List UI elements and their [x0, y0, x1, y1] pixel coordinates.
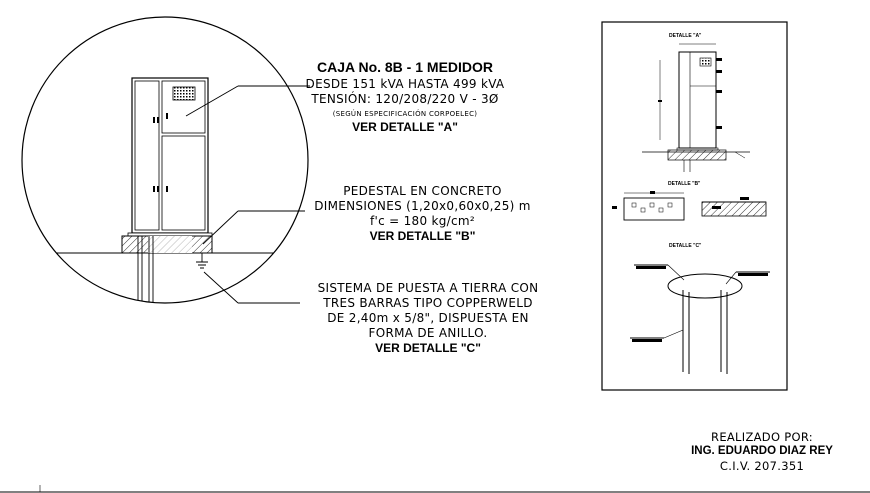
credits-name: ING. EDUARDO DIAZ REY — [691, 445, 833, 458]
caja-line-2: TENSIÓN: 120/208/220 V - 3Ø — [311, 91, 499, 106]
credits-civ: C.I.V. 207.351 — [719, 458, 805, 473]
detail-b-drawing — [612, 191, 767, 221]
detail-b-title: DETALLE "B" — [668, 181, 701, 187]
pedestal-line-1: PEDESTAL EN CONCRETO — [343, 184, 502, 198]
tierra-line-3: DE 2,40m x 5/8", DISPUESTA EN — [327, 311, 529, 325]
caja-line-1: DESDE 151 kVA HASTA 499 kVA — [305, 76, 505, 91]
detail-c-title: DETALLE "C" — [669, 243, 702, 249]
tierra-line-4: FORMA DE ANILLO. — [368, 326, 488, 340]
tierra-label-block: SISTEMA DE PUESTA A TIERRA CON TRES BARR… — [298, 281, 558, 356]
detail-c-drawing — [630, 264, 770, 374]
pedestal-label-block: PEDESTAL EN CONCRETO DIMENSIONES (1,20x0… — [300, 184, 545, 244]
details-sheet — [601, 21, 788, 391]
zoom-circle — [21, 16, 309, 304]
caja-line-3: (SEGÚN ESPECIFICACIÓN CORPOELEC) — [332, 109, 478, 118]
credits-block: REALIZADO POR: ING. EDUARDO DIAZ REY C.I… — [662, 430, 862, 473]
leader-lines — [185, 85, 310, 304]
pedestal-line-3: f'c = 180 kg/cm² — [369, 214, 476, 228]
meter-box-elevation — [22, 77, 308, 303]
pedestal-ref: VER DETALLE "B" — [369, 229, 476, 243]
credits-label: REALIZADO POR: — [711, 430, 813, 444]
tierra-line-1: SISTEMA DE PUESTA A TIERRA CON — [317, 281, 539, 295]
detail-a-drawing — [642, 43, 750, 172]
caja-ref: VER DETALLE "A" — [352, 120, 458, 135]
tierra-line-2: TRES BARRAS TIPO COPPERWELD — [323, 296, 533, 310]
detail-a-title: DETALLE "A" — [669, 33, 702, 39]
tierra-ref: VER DETALLE "C" — [375, 341, 481, 355]
caja-label-block: CAJA No. 8B - 1 MEDIDOR DESDE 151 kVA HA… — [295, 59, 515, 135]
pedestal-line-2: DIMENSIONES (1,20x0,60x0,25) m — [314, 199, 531, 213]
caja-title: CAJA No. 8B - 1 MEDIDOR — [316, 59, 494, 75]
